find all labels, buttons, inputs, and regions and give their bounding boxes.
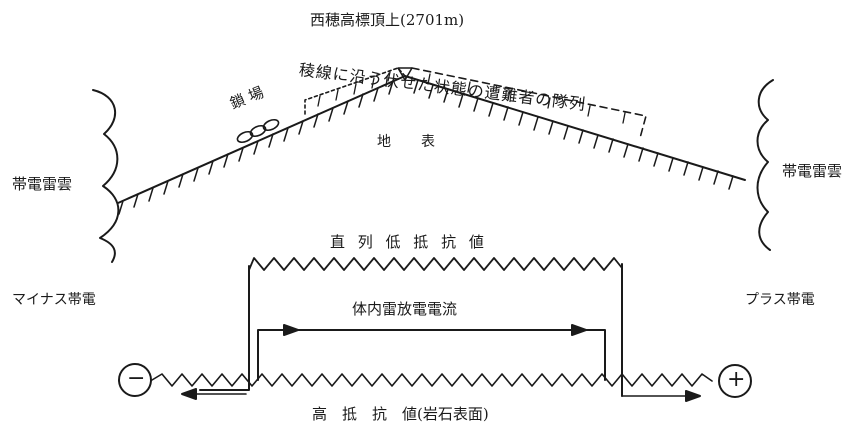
climbers-column-left-ticks (317, 71, 391, 107)
bottom-flow-arrow-left (181, 388, 197, 400)
series-low-resistance-label: 直 列 低 抵 抗 値 (330, 233, 488, 251)
ground-label: 地 表 (377, 134, 443, 150)
body-current-arrow-2 (571, 324, 587, 336)
body-current-label: 体内雷放電電流 (352, 300, 458, 318)
right-cloud-label: 帯電雷雲 (782, 162, 843, 180)
climbers-column-right-ticks (427, 73, 626, 124)
climbers-column-left (304, 67, 406, 115)
high-resistance-zigzag (151, 373, 713, 387)
minus-symbol: − (127, 366, 146, 391)
minus-terminal (118, 363, 152, 397)
left-cloud-label: 帯電雷雲 (12, 175, 73, 193)
bottom-flow-arrow-right (685, 390, 701, 402)
summit-marker (397, 67, 413, 81)
ground-hatching-left (118, 80, 394, 215)
body-current-arrow-1 (283, 324, 299, 336)
series-low-resistance-zigzag (248, 257, 623, 271)
ground-hatching-right (413, 79, 734, 190)
high-resistance-label: 高 抵 抗 値(岩石表面) (312, 405, 489, 423)
plus-symbol: + (727, 367, 746, 392)
right-cloud-brace (756, 79, 774, 251)
left-outer-wire (199, 265, 250, 391)
plus-charge-label: プラス帯電 (745, 292, 815, 308)
peak-label: 西穂高標頂上(2701m) (310, 11, 465, 29)
plus-terminal (718, 364, 752, 398)
chain-links-icon (236, 118, 280, 144)
climbers-column-right (411, 67, 647, 139)
minus-charge-label: マイナス帯電 (12, 292, 96, 308)
left-cloud-brace (92, 89, 120, 263)
body-current-path (257, 329, 606, 381)
